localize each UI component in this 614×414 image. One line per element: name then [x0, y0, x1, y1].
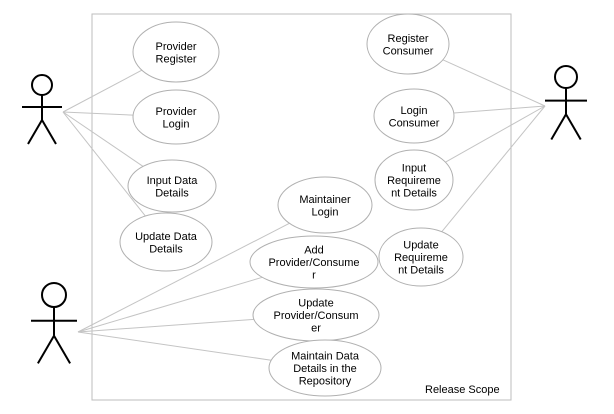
use-case-label: Requireme [387, 175, 441, 187]
use-case-ellipse [378, 227, 464, 287]
use-case-label: Consumer [389, 117, 440, 129]
use-case-ellipse [119, 212, 213, 272]
association-line [77, 276, 263, 333]
actor-right-leg [41, 119, 57, 145]
use-case-label: Provider/Consum [274, 310, 359, 322]
use-case-label: Login [163, 118, 190, 130]
use-case-label: Input [402, 163, 426, 175]
use-case-label: Maintain Data [291, 351, 360, 363]
use-case-label: r [312, 270, 316, 282]
association-lines [62, 59, 546, 361]
actor-left-leg [27, 119, 43, 145]
use-case-label: Login [312, 206, 339, 218]
use-case-label: nt Details [398, 265, 444, 277]
use-case-ellipse [132, 89, 220, 145]
association-line [441, 105, 546, 233]
use-case-label: Consumer [383, 45, 434, 57]
use-case-label: nt Details [391, 188, 437, 200]
association-line [445, 105, 546, 163]
association-line [62, 111, 146, 217]
use-case-label: Provider/Consume [268, 257, 359, 269]
use-case-label: Add [304, 245, 324, 257]
use-case-label: Provider [156, 106, 197, 118]
use-case-label: Requireme [394, 252, 448, 264]
association-line [77, 331, 272, 361]
actor-left-leg [37, 335, 55, 364]
association-line [442, 59, 546, 107]
use-case-ellipse [268, 339, 382, 397]
use-case-label: er [311, 323, 321, 335]
actor-provider-figure [22, 74, 62, 145]
use-case-ellipse [249, 235, 379, 289]
actor-right-leg [565, 113, 582, 140]
use-case-label: Register [156, 53, 197, 65]
association-line [77, 318, 254, 333]
actor-head [31, 74, 53, 96]
use-case-ellipse [374, 149, 454, 211]
use-case-label: Details in the [293, 363, 357, 375]
use-case-ellipse [277, 176, 373, 234]
actors [22, 65, 587, 364]
actor-right-leg [53, 335, 71, 364]
use-case-label: Details [155, 187, 189, 199]
use-case-label: Update [298, 298, 333, 310]
actor-left-leg [550, 113, 567, 140]
use-case-label: Details [149, 243, 183, 255]
use-case-label: Register [388, 33, 429, 45]
association-line [62, 69, 143, 113]
association-line [77, 222, 290, 333]
actor-consumer-figure [545, 65, 587, 140]
use-case-ellipse [366, 13, 450, 75]
association-line [62, 111, 134, 116]
use-case-ellipse [127, 159, 217, 213]
actor-maintainer-figure [31, 282, 77, 364]
association-line [453, 105, 546, 114]
use-case-label: Maintainer [299, 194, 351, 206]
use-case-label: Update Data [135, 231, 198, 243]
use-case-ellipse [132, 21, 220, 83]
use-case-label: Provider [156, 41, 197, 53]
boundary-label: Release Scope [425, 384, 500, 396]
use-case-label: Update [403, 240, 438, 252]
actor-head [554, 65, 578, 89]
use-case-label: Input Data [147, 175, 199, 187]
use-case-ellipse [373, 88, 455, 144]
association-line [62, 111, 144, 167]
use-case-label: Login [401, 105, 428, 117]
actor-head [41, 282, 67, 308]
use-case-label: Repository [299, 376, 352, 388]
